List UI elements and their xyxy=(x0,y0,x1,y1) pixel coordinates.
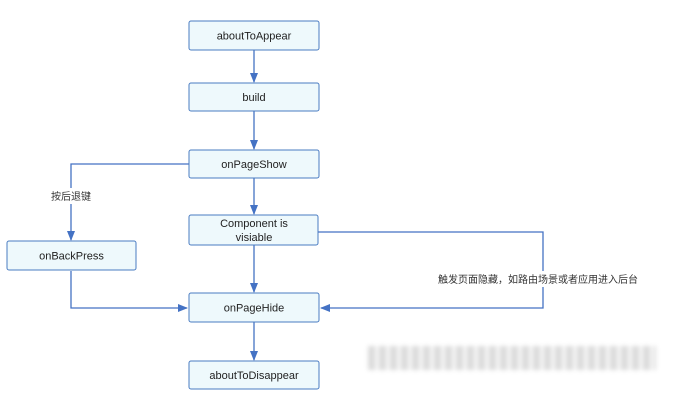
node-box xyxy=(188,360,320,390)
node-on-page-show: onPageShow xyxy=(188,149,320,179)
node-on-page-hide: onPageHide xyxy=(188,292,320,323)
node-about-to-appear: aboutToAppear xyxy=(188,20,320,51)
node-box xyxy=(188,149,320,179)
node-label-line2: visiable xyxy=(236,232,273,244)
edge-label-hidden: 触发页面隐藏，如路由场景或者应用进入后台 xyxy=(438,273,638,286)
node-component-visible: Component is visiable xyxy=(188,214,319,246)
node-box xyxy=(188,214,319,246)
node-on-back-press: onBackPress xyxy=(6,240,137,271)
edge-pageshow-to-backpress xyxy=(67,163,189,241)
node-box xyxy=(6,240,137,271)
edge-label-back-key: 按后退键 xyxy=(51,190,91,203)
node-label: aboutToAppear xyxy=(217,31,292,43)
node-label: build xyxy=(242,92,265,104)
node-label: onPageHide xyxy=(224,303,285,315)
edge-label-bg-hidden xyxy=(420,271,658,287)
node-label: onBackPress xyxy=(39,251,104,263)
node-box xyxy=(188,292,320,323)
node-label-line1: Component is xyxy=(220,218,288,230)
node-about-to-disappear: aboutToDisappear xyxy=(188,360,320,390)
edge-label-bg-back-key xyxy=(40,188,104,204)
node-box xyxy=(188,20,320,51)
node-build: build xyxy=(188,82,320,112)
edge-component-hidden-to-pagehide xyxy=(318,231,544,312)
edge-backpress-to-pagehide xyxy=(70,271,188,312)
blurred-watermark xyxy=(368,346,656,370)
node-box xyxy=(188,82,320,112)
connector-lines xyxy=(67,50,544,361)
node-label: aboutToDisappear xyxy=(209,370,299,382)
node-label: onPageShow xyxy=(221,159,286,171)
